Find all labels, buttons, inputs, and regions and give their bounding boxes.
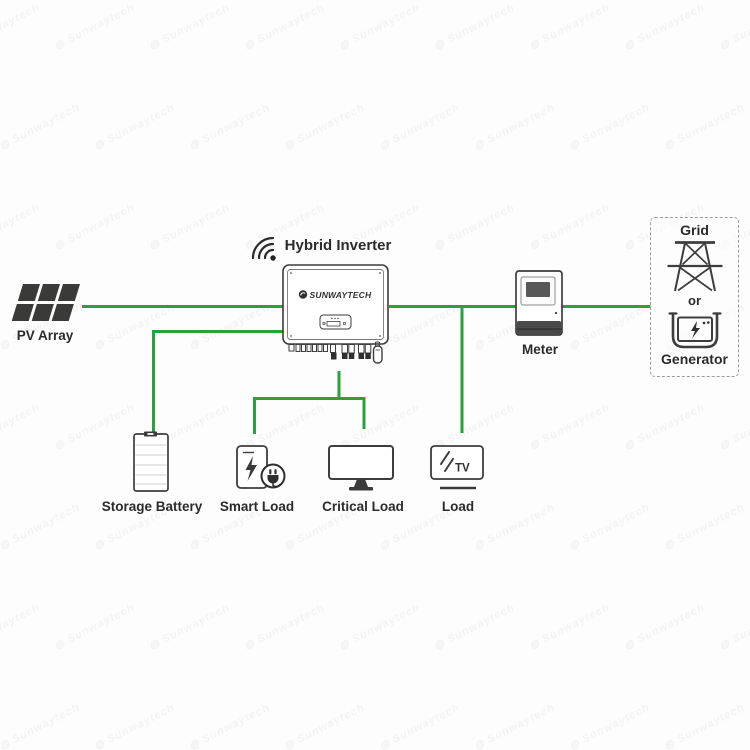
wire-inverter-to-battery [152, 330, 284, 433]
pv-array [10, 282, 86, 328]
inverter-display [319, 314, 352, 330]
hybrid-inverter: SUNWAYTECH [282, 264, 390, 370]
load-label: Load [441, 499, 475, 514]
load: TV [428, 443, 488, 493]
battery-stack-icon [133, 431, 169, 492]
smart-load [234, 443, 288, 493]
monitor-icon [328, 445, 394, 491]
meter-icon [515, 270, 563, 336]
smart-load-label: Smart Load [219, 499, 295, 514]
grid-tower-icon [667, 241, 722, 292]
generator-label: Generator [661, 351, 728, 367]
sunwaytech-logo-text: SUNWAYTECH [310, 290, 372, 300]
wire-backup-tee [253, 397, 366, 434]
meter [514, 269, 566, 339]
solar-panel-icon [11, 284, 80, 321]
critical-load [326, 443, 398, 493]
grid-label: Grid [680, 222, 709, 238]
or-label: or [688, 293, 701, 308]
meter-label: Meter [521, 342, 558, 357]
grid-generator-box: Grid or Generator [650, 217, 739, 377]
critical-load-label: Critical Load [322, 499, 404, 514]
tv-screen-text: TV [455, 463, 470, 475]
generator-icon [667, 312, 722, 349]
inverter-title: Hybrid Inverter [284, 237, 392, 254]
wifi-signal-icon [240, 226, 280, 264]
inverter-connectors [288, 341, 383, 364]
sunwaytech-logo: SUNWAYTECH [298, 290, 372, 300]
storage-battery-label: Storage Battery [101, 499, 203, 514]
pv-array-label: PV Array [16, 328, 74, 343]
tv-icon: TV [430, 445, 484, 490]
smart-load-icon [236, 445, 286, 489]
inverter-icon: SUNWAYTECH [282, 264, 389, 364]
plug-icon [267, 469, 281, 488]
storage-battery [132, 431, 172, 494]
